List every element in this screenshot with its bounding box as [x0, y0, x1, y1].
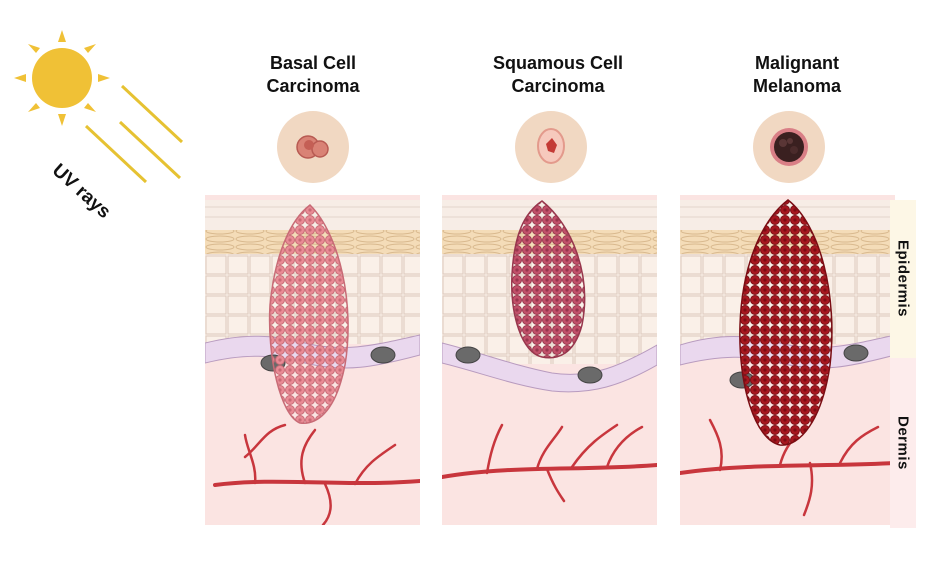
- uv-rays-icon: [84, 84, 184, 184]
- sun-icon: [14, 30, 110, 126]
- dermis-band: [890, 358, 916, 528]
- skin-section-basal: [205, 195, 420, 525]
- epidermis-label: Epidermis: [894, 240, 912, 318]
- skin-section-melanoma: [680, 195, 895, 525]
- skin-section-squamous: [442, 195, 657, 525]
- epidermis-band: [890, 200, 916, 358]
- lesion-squamous-icon: [515, 111, 587, 183]
- lesion-basal-icon: [277, 111, 349, 183]
- lesion-melanoma-icon: [753, 111, 825, 183]
- dermis-label: Dermis: [894, 416, 912, 470]
